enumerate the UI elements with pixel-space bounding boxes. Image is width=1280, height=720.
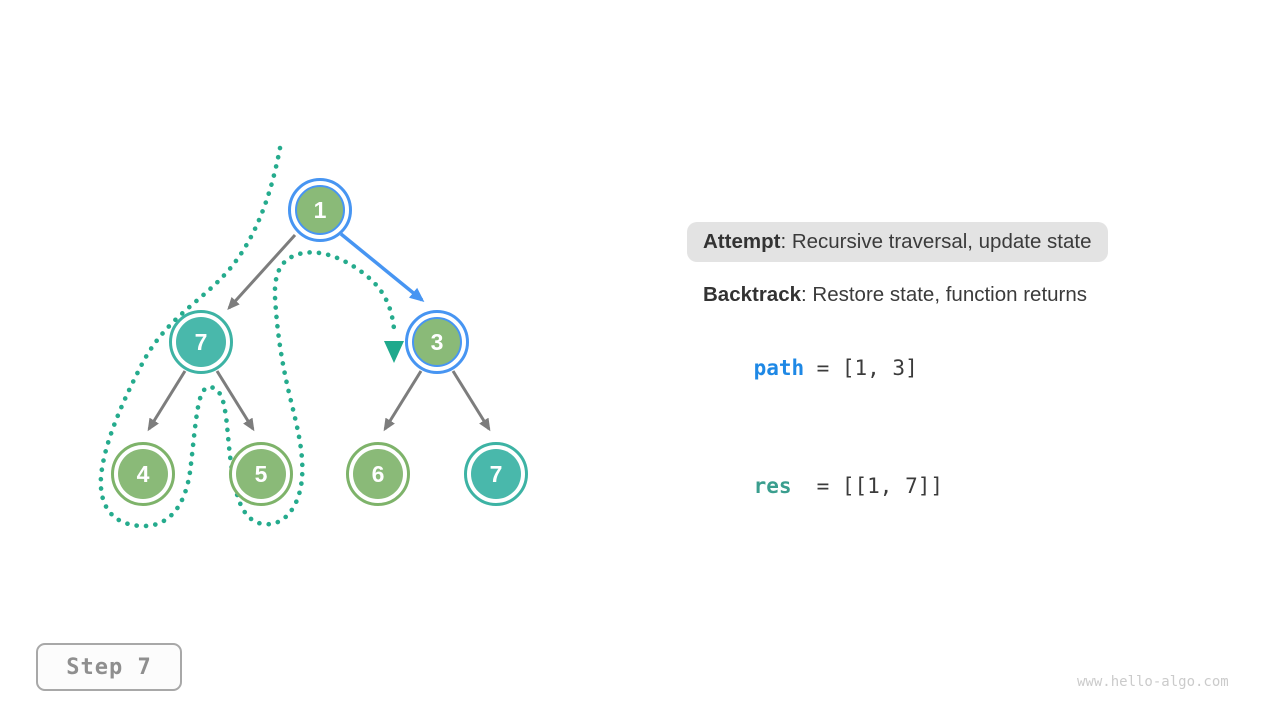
tree-node-1-label: 1: [295, 185, 345, 235]
tree-node-7-left: 7: [169, 310, 233, 374]
backtrack-term: Backtrack: [703, 283, 802, 306]
tree-node-5: 5: [229, 442, 293, 506]
tree-node-7-left-label: 7: [176, 317, 226, 367]
tree-node-4-label: 4: [118, 449, 168, 499]
tree-node-1: 1: [288, 178, 352, 242]
tree-node-6-label: 6: [353, 449, 403, 499]
res-variable-name: res: [753, 474, 792, 498]
tree-node-5-label: 5: [236, 449, 286, 499]
path-variable-value: = [1, 3]: [816, 356, 918, 380]
tree-node-3-label: 3: [412, 317, 462, 367]
res-variable-line: res = [[1, 7]]: [703, 450, 943, 522]
tree-node-7-right: 7: [464, 442, 528, 506]
path-variable-line: path = [1, 3]: [703, 332, 918, 404]
tree-node-3: 3: [405, 310, 469, 374]
edge-1-3-active: [339, 232, 425, 302]
watermark-url: www.hello-algo.com: [1077, 674, 1229, 690]
attempt-description: : Recursive traversal, update state: [780, 230, 1092, 253]
tree-edges: [147, 233, 491, 432]
attempt-legend: Attempt: Recursive traversal, update sta…: [687, 222, 1108, 262]
tree-node-4: 4: [111, 442, 175, 506]
traversal-dotted-path: [98, 145, 397, 529]
tree-node-6: 6: [346, 442, 410, 506]
backtrack-description: : Restore state, function returns: [801, 283, 1088, 306]
attempt-term: Attempt: [703, 230, 781, 253]
step-indicator-label: Step 7: [66, 654, 152, 680]
edge-3-6: [383, 370, 423, 432]
traversal-arrowhead: [384, 341, 404, 363]
res-variable-value: = [[1, 7]]: [816, 474, 944, 498]
edge-1-7: [227, 233, 297, 310]
step-indicator-button[interactable]: Step 7: [36, 643, 182, 691]
backtrack-legend: Backtrack: Restore state, function retur…: [703, 283, 1087, 307]
edge-7-5: [215, 370, 255, 432]
edge-7-4: [147, 370, 187, 432]
edge-3-7: [451, 370, 491, 432]
path-variable-name: path: [753, 356, 805, 380]
tree-node-7-right-label: 7: [471, 449, 521, 499]
